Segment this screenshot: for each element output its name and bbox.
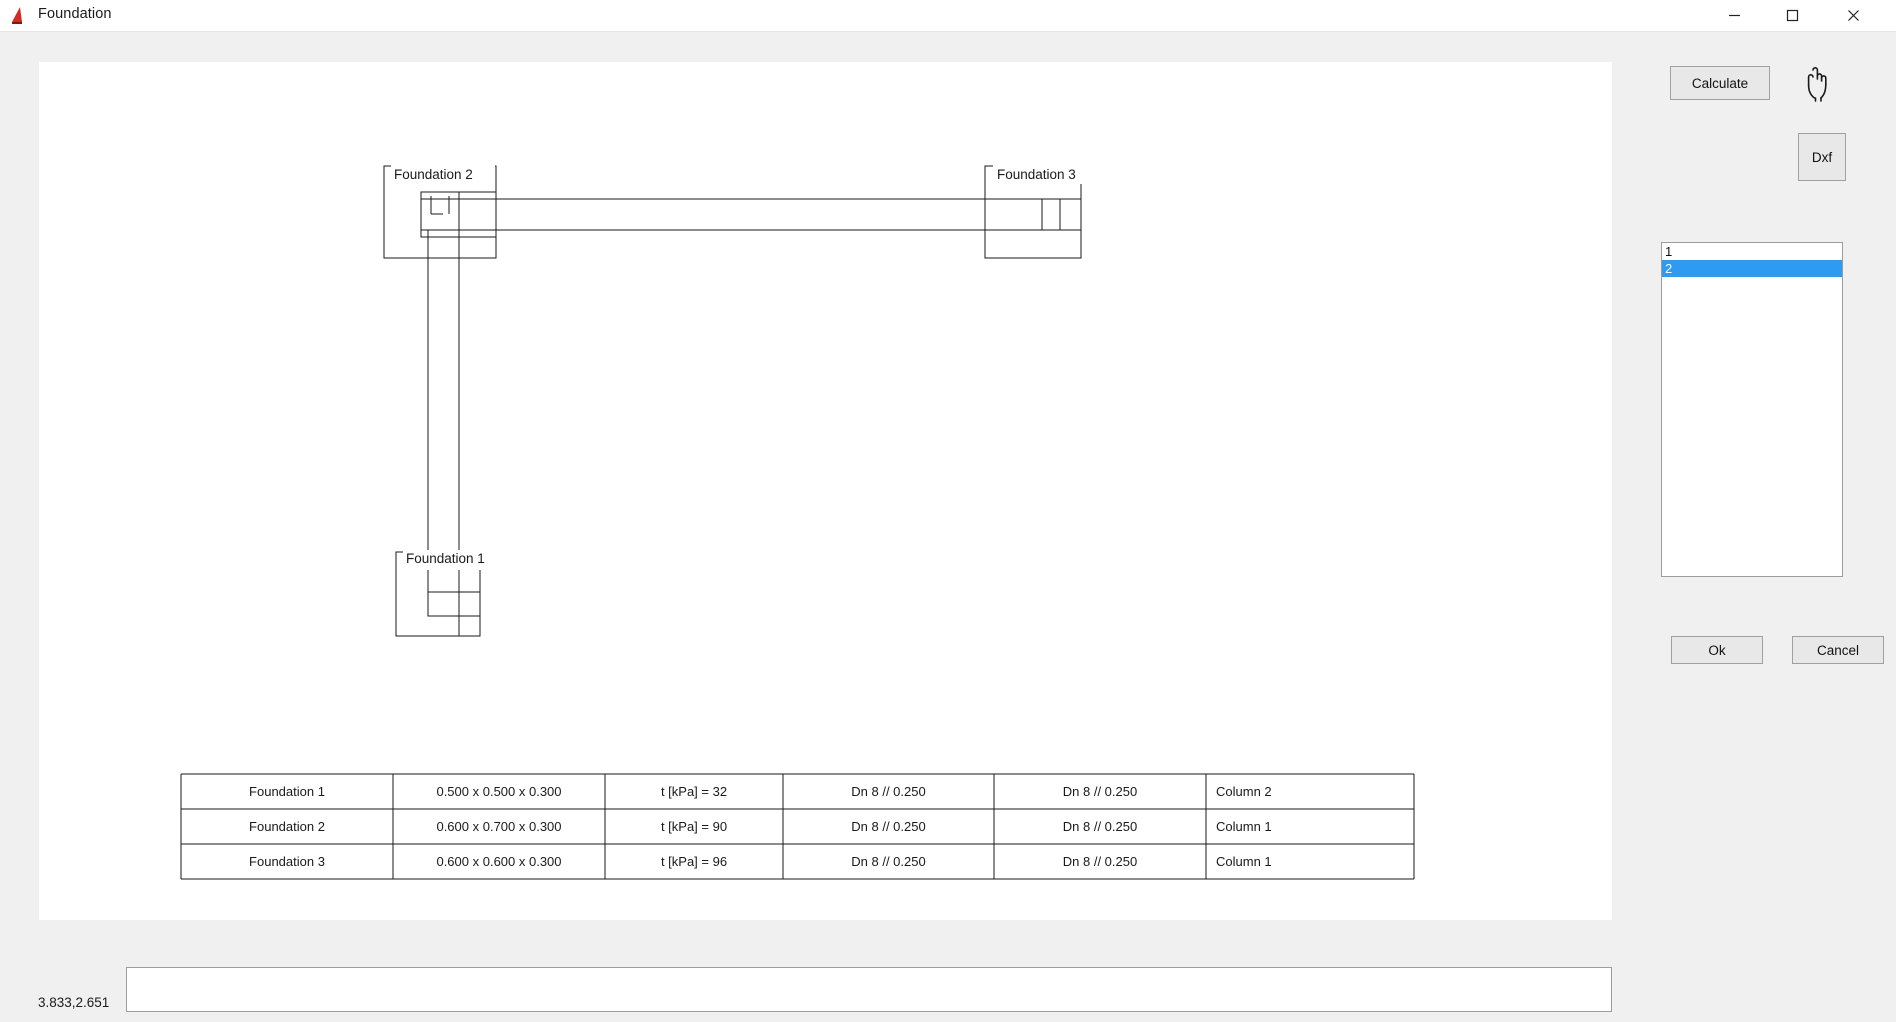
- table-cell: Foundation 2: [249, 819, 325, 834]
- table-cell: Dn 8 // 0.250: [1063, 784, 1137, 799]
- foundation-3-label: Foundation 3: [997, 167, 1076, 182]
- table-cell: 0.600 x 0.700 x 0.300: [436, 819, 561, 834]
- table-cell: 0.500 x 0.500 x 0.300: [436, 784, 561, 799]
- table-cell: Dn 8 // 0.250: [851, 854, 925, 869]
- cancel-button[interactable]: Cancel: [1792, 636, 1884, 664]
- minimize-icon[interactable]: [1711, 0, 1757, 31]
- ok-button[interactable]: Ok: [1671, 636, 1763, 664]
- table-cell: t [kPa] = 90: [661, 819, 727, 834]
- table-cell: Column 1: [1216, 854, 1272, 869]
- table-cell: Dn 8 // 0.250: [1063, 854, 1137, 869]
- maximize-icon[interactable]: [1769, 0, 1815, 31]
- list-item[interactable]: 2: [1662, 260, 1842, 277]
- title-bar: Foundation: [0, 0, 1896, 32]
- command-input[interactable]: [126, 967, 1612, 1012]
- foundation-plan-drawing: Foundation 2 Foundation 3 Foundation 1 F…: [180, 164, 1415, 880]
- foundation-2-label: Foundation 2: [394, 167, 473, 182]
- foundation-listbox[interactable]: 1 2: [1661, 242, 1843, 577]
- dxf-export-button[interactable]: Dxf: [1798, 133, 1846, 181]
- table-cell: Dn 8 // 0.250: [851, 784, 925, 799]
- table-cell: Foundation 3: [249, 854, 325, 869]
- foundation-app-icon: [9, 5, 31, 25]
- page-title: Foundation: [38, 6, 112, 22]
- table-cell: Dn 8 // 0.250: [851, 819, 925, 834]
- hand-pointer-icon: [1798, 64, 1834, 102]
- table-cell: Dn 8 // 0.250: [1063, 819, 1137, 834]
- drawing-canvas[interactable]: Foundation 2 Foundation 3 Foundation 1 F…: [39, 62, 1612, 920]
- calculate-button[interactable]: Calculate: [1670, 66, 1770, 100]
- table-cell: t [kPa] = 96: [661, 854, 727, 869]
- coordinate-readout: 3.833,2.651: [38, 995, 110, 1010]
- table-cell: Foundation 1: [249, 784, 325, 799]
- close-icon[interactable]: [1830, 0, 1876, 31]
- list-item[interactable]: 1: [1665, 244, 1673, 259]
- results-table: Foundation 1 0.500 x 0.500 x 0.300 t [kPa]…: [180, 773, 1415, 880]
- table-cell: t [kPa] = 32: [661, 784, 727, 799]
- table-cell: 0.600 x 0.600 x 0.300: [436, 854, 561, 869]
- foundation-1-label: Foundation 1: [406, 551, 485, 566]
- table-cell: Column 1: [1216, 819, 1272, 834]
- table-cell: Column 2: [1216, 784, 1272, 799]
